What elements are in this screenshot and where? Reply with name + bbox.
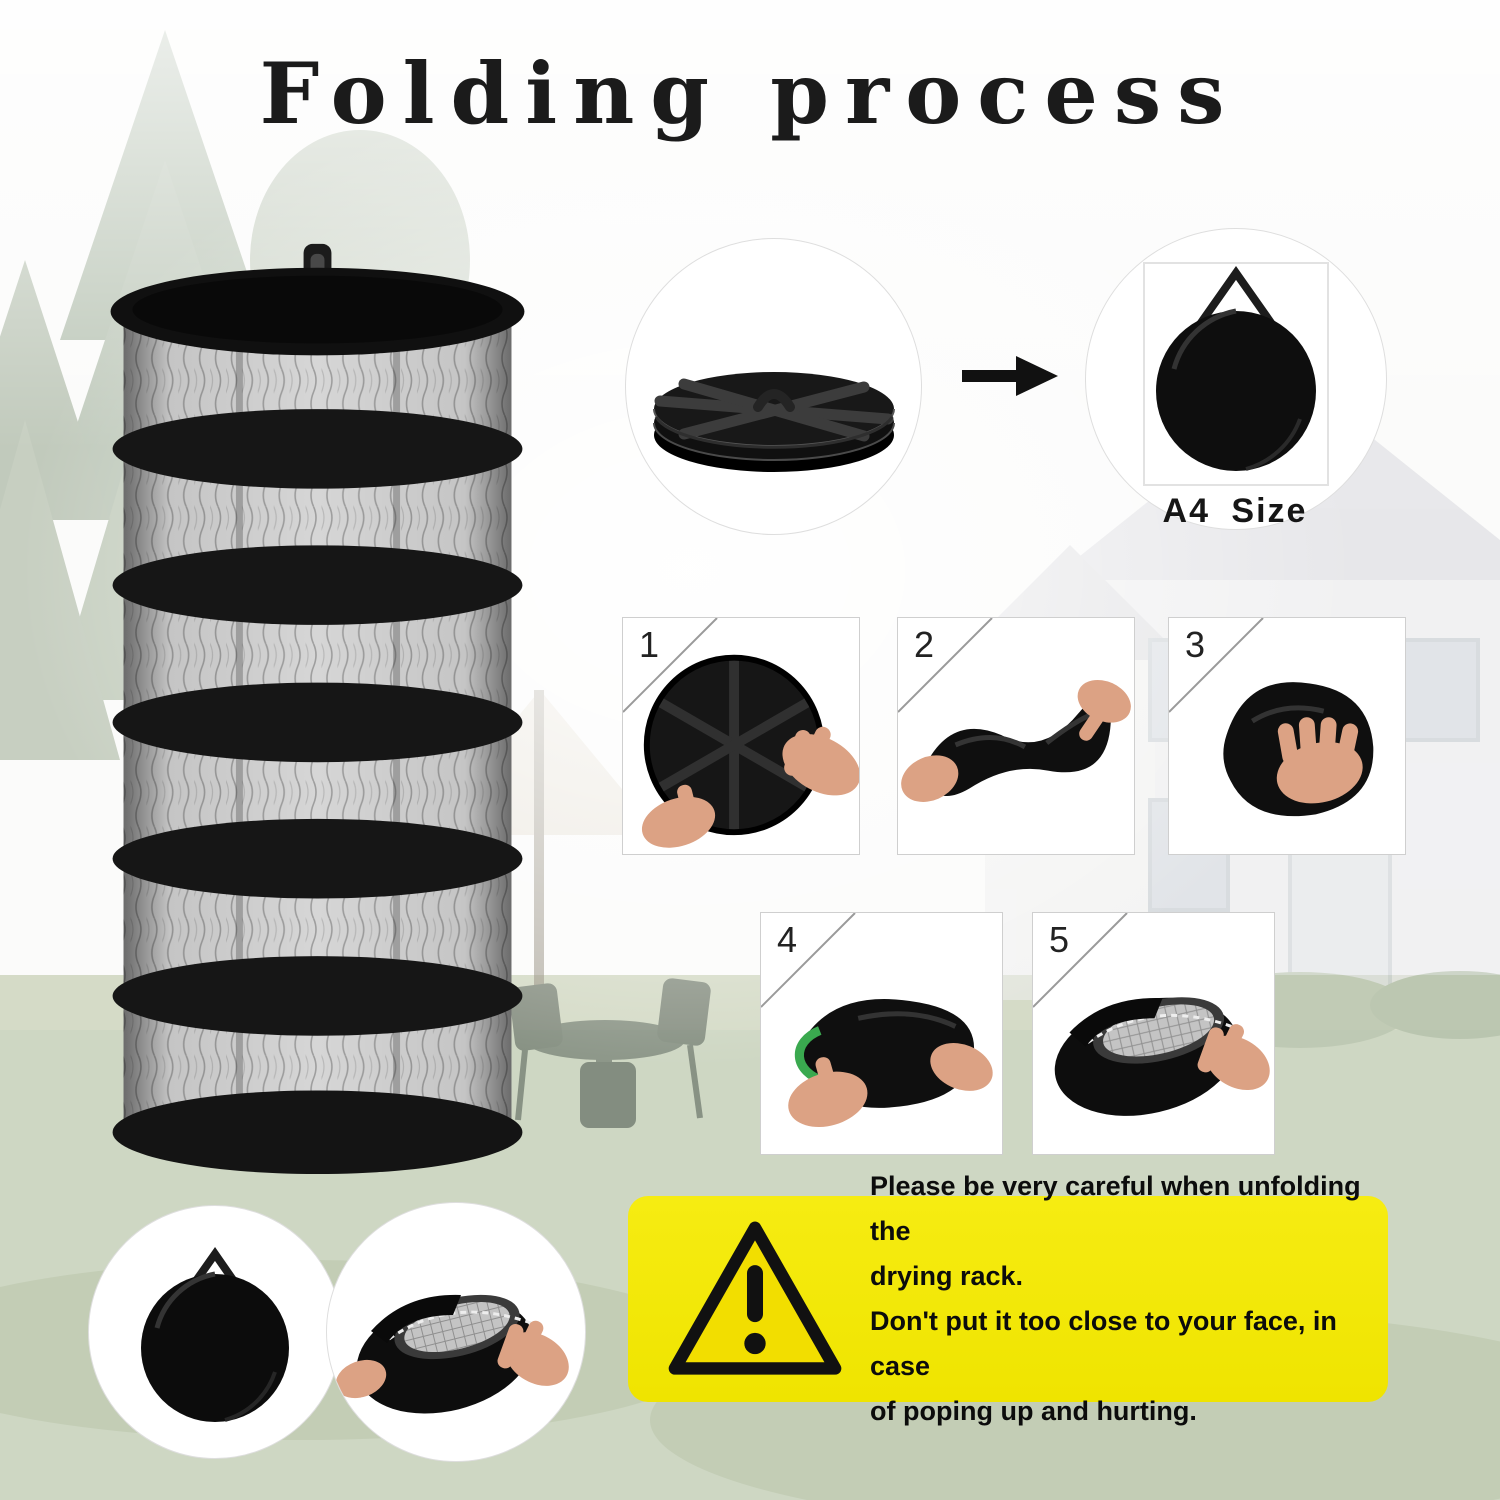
warning-line: Please be very careful when unfolding th… bbox=[870, 1171, 1361, 1246]
warning-line: of poping up and hurting. bbox=[870, 1396, 1197, 1426]
step-corner-line bbox=[1169, 618, 1264, 713]
folded-rack-photo bbox=[625, 238, 922, 535]
step-corner-line bbox=[1033, 913, 1128, 1008]
step-number: 5 bbox=[1049, 919, 1070, 960]
folding-step-3: 3 bbox=[1168, 617, 1406, 855]
warning-text: Please be very careful when unfolding th… bbox=[870, 1164, 1362, 1434]
drying-rack-illustration bbox=[110, 243, 525, 1175]
step-number: 3 bbox=[1185, 624, 1206, 665]
folding-step-5: 5 bbox=[1032, 912, 1275, 1155]
folding-step-4: 4 bbox=[760, 912, 1003, 1155]
step-number: 2 bbox=[914, 624, 935, 665]
step-corner-line bbox=[898, 618, 993, 713]
arrow-right-icon bbox=[962, 356, 1058, 396]
folding-step-1: 1 bbox=[622, 617, 860, 855]
step-number: 1 bbox=[639, 624, 660, 665]
warning-triangle-icon bbox=[668, 1221, 842, 1375]
page-title: Folding process bbox=[259, 44, 1241, 143]
warning-box: Please be very careful when unfolding th… bbox=[628, 1171, 1388, 1426]
warning-line: drying rack. bbox=[870, 1261, 1024, 1291]
folding-step-2: 2 bbox=[897, 617, 1135, 855]
step-corner-line bbox=[623, 618, 718, 713]
opening-bag-photo bbox=[326, 1202, 586, 1462]
warning-line: Don't put it too close to your face, in … bbox=[870, 1306, 1337, 1381]
packed-bag-photo bbox=[88, 1205, 342, 1459]
step-corner-line bbox=[761, 913, 856, 1008]
step-number: 4 bbox=[777, 919, 798, 960]
carry-bag-a4-photo bbox=[1085, 228, 1387, 530]
a4-size-label: A4 Size bbox=[1162, 492, 1308, 530]
